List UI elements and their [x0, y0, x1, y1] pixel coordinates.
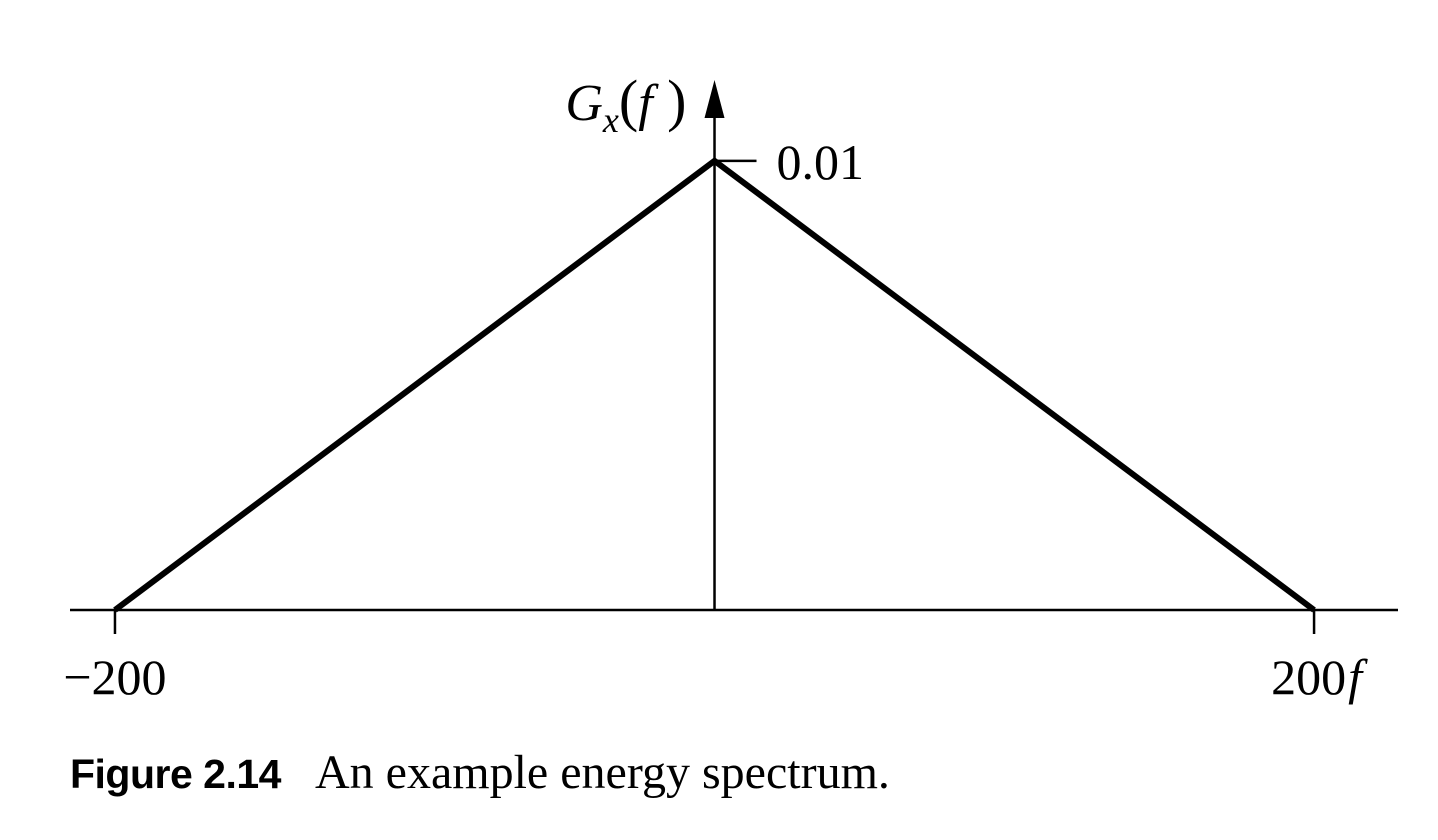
- y-axis-label-subscript: x: [602, 100, 619, 140]
- y-tick-label-0: 0.01: [777, 134, 865, 190]
- y-axis-label-close-paren: ): [653, 68, 687, 133]
- y-axis-label-open-paren: (: [619, 68, 638, 133]
- x-tick-label-0: −200: [63, 649, 166, 705]
- figure-caption: Figure 2.14 An example energy spectrum.: [70, 745, 890, 800]
- figure-caption-text: An example energy spectrum.: [314, 746, 890, 799]
- series-line: [113, 157, 1316, 613]
- y-axis-label: Gx(f ): [565, 68, 686, 140]
- x-axis-label: f: [1348, 649, 1368, 705]
- figure-caption-label: Figure 2.14: [70, 751, 281, 797]
- y-axis-arrowhead: [704, 80, 725, 118]
- x-tick-label-1: 200: [1271, 649, 1346, 705]
- y-axis-label-main: G: [565, 75, 603, 132]
